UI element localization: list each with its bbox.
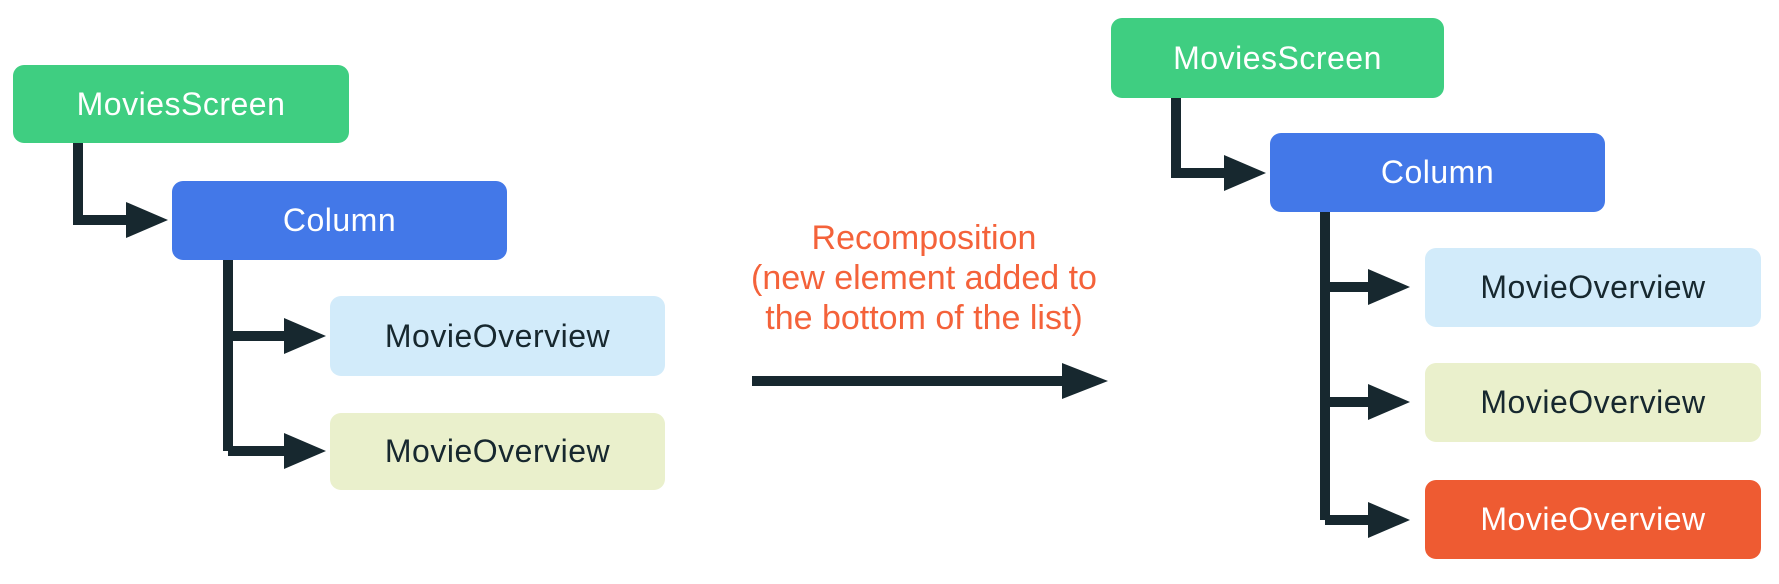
right-movieoverview-node-1: MovieOverview xyxy=(1425,248,1761,327)
recomposition-label-line-2: (new element added to xyxy=(751,259,1097,297)
right-movieoverview-node-2: MovieOverview xyxy=(1425,363,1761,442)
arrowhead-icon xyxy=(1368,384,1410,420)
arrowhead-icon xyxy=(1224,155,1266,191)
arrowhead-icon xyxy=(1062,363,1108,399)
arrowhead-icon xyxy=(1368,502,1410,538)
right-moviesscreen-node: MoviesScreen xyxy=(1111,18,1444,98)
recomposition-label-line-3: the bottom of the list) xyxy=(765,299,1083,337)
recomposition-label: Recomposition (new element added to the … xyxy=(698,218,1150,338)
left-column-to-items-connector xyxy=(223,260,326,469)
recomposition-arrow xyxy=(752,363,1108,399)
left-column-node: Column xyxy=(172,181,507,260)
right-movieoverview-node-3-new: MovieOverview xyxy=(1425,480,1761,559)
left-moviesscreen-node: MoviesScreen xyxy=(13,65,349,143)
arrowhead-icon xyxy=(284,433,326,469)
left-movieoverview-node-2: MovieOverview xyxy=(330,413,665,490)
left-root-to-column-connector xyxy=(73,143,168,238)
right-column-to-items-connector xyxy=(1320,212,1410,538)
arrowhead-icon xyxy=(1368,269,1410,305)
arrowhead-icon xyxy=(284,318,326,354)
right-root-to-column-connector xyxy=(1171,98,1266,191)
arrowhead-icon xyxy=(126,202,168,238)
right-column-node: Column xyxy=(1270,133,1605,212)
recomposition-label-line-1: Recomposition xyxy=(811,219,1037,257)
left-movieoverview-node-1: MovieOverview xyxy=(330,296,665,376)
